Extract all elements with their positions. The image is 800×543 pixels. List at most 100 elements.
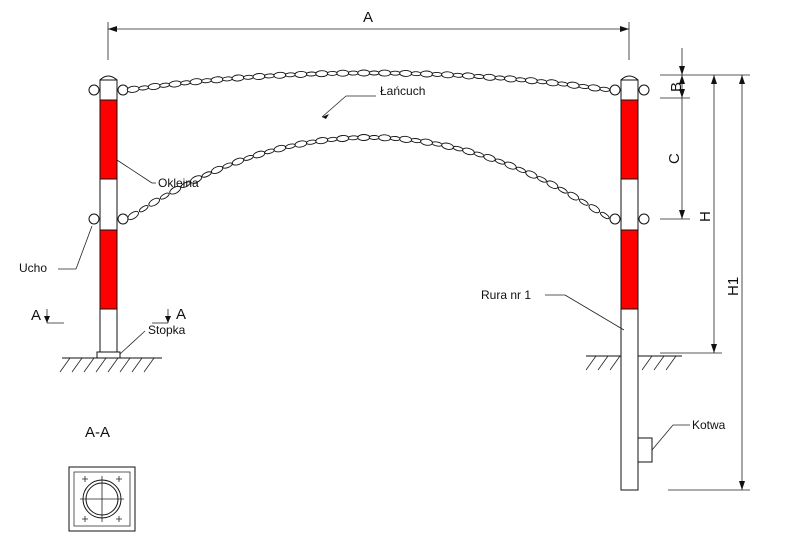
chain-link bbox=[410, 71, 422, 77]
leader-eye: Ucho bbox=[19, 225, 93, 275]
chain-link bbox=[357, 69, 371, 77]
chain-link bbox=[494, 75, 506, 81]
chain-link bbox=[524, 77, 538, 85]
leader-chain: Łańcuch bbox=[321, 84, 425, 119]
chain-link bbox=[147, 82, 161, 91]
chain-link bbox=[599, 86, 611, 92]
chain-link bbox=[180, 181, 191, 189]
stripe-right-2 bbox=[620, 229, 639, 310]
chain-link bbox=[168, 80, 182, 88]
chain-link bbox=[441, 142, 454, 150]
chain-link bbox=[231, 74, 245, 82]
chain-link bbox=[326, 136, 338, 142]
chain-link bbox=[420, 70, 434, 78]
chain-link bbox=[368, 70, 380, 76]
chain-link bbox=[138, 85, 150, 91]
dimension-span: A bbox=[107, 9, 630, 60]
chain-link bbox=[515, 77, 527, 83]
section-view bbox=[68, 466, 136, 532]
chain-link bbox=[347, 70, 359, 76]
chain-top bbox=[126, 69, 611, 93]
chain-link bbox=[138, 205, 149, 213]
leader-sticker: Okleina bbox=[116, 159, 199, 190]
chain-link bbox=[431, 141, 443, 147]
chain-link bbox=[211, 165, 224, 174]
eye-right-bottom-outer bbox=[638, 213, 650, 225]
anchor-plate bbox=[637, 437, 653, 463]
label-chain: Łańcuch bbox=[380, 84, 425, 98]
chain-link bbox=[378, 69, 392, 77]
chain-link bbox=[273, 71, 287, 79]
chain-link bbox=[243, 74, 254, 80]
ground-left bbox=[59, 357, 162, 373]
chain-link bbox=[336, 69, 350, 77]
chain-link bbox=[231, 157, 245, 166]
dimension-h1-label: H1 bbox=[725, 277, 742, 296]
chain-link bbox=[252, 73, 266, 80]
chain-link bbox=[431, 71, 443, 77]
dimensions-right: B C H H1 bbox=[660, 48, 750, 491]
section-mark-right-label: A bbox=[176, 306, 186, 323]
chain-link bbox=[587, 84, 601, 92]
eye-right-top-outer bbox=[638, 84, 650, 96]
eye-left-top-outer bbox=[88, 84, 100, 96]
label-sticker: Okleina bbox=[158, 176, 199, 190]
eye-left-bottom-inner bbox=[117, 213, 129, 225]
chain-link bbox=[243, 154, 254, 161]
label-foot: Stopka bbox=[148, 323, 186, 337]
chain-link bbox=[210, 76, 224, 84]
dimension-c-label: C bbox=[666, 153, 683, 164]
chain-link bbox=[504, 161, 517, 170]
chain-link bbox=[189, 78, 203, 86]
chain-link bbox=[273, 144, 287, 153]
dimension-span-label: A bbox=[363, 9, 373, 26]
chain-link bbox=[222, 162, 233, 169]
chain-link bbox=[180, 80, 192, 86]
chain-link bbox=[264, 73, 275, 79]
stripe-right-1 bbox=[620, 99, 639, 180]
chain-link bbox=[315, 70, 329, 78]
chain-link bbox=[494, 158, 506, 165]
section-mark-left: A bbox=[31, 307, 64, 324]
chain-link bbox=[588, 204, 601, 214]
chain-link bbox=[201, 78, 213, 84]
dimension-b-label: B bbox=[668, 82, 685, 92]
stripe-left-2 bbox=[99, 229, 118, 310]
leader-pipe: Rura nr 1 bbox=[481, 288, 625, 331]
chain-link bbox=[315, 137, 329, 145]
eye-right-bottom-inner bbox=[609, 213, 621, 225]
section-bolt-holes bbox=[82, 476, 122, 522]
chain-link bbox=[452, 145, 464, 152]
chain-link bbox=[389, 70, 401, 76]
chain-link bbox=[504, 75, 517, 83]
chain-link bbox=[159, 192, 170, 200]
stripe-left-1 bbox=[99, 99, 118, 180]
section-mark-right: A bbox=[152, 306, 186, 324]
chain-link bbox=[169, 185, 182, 195]
chain-link bbox=[473, 151, 485, 158]
chain-link bbox=[127, 210, 139, 221]
chain-link bbox=[452, 72, 464, 78]
eye-left-top-inner bbox=[117, 84, 129, 96]
chain-link bbox=[148, 197, 161, 207]
chain-link bbox=[483, 73, 496, 81]
chain-link bbox=[567, 191, 580, 201]
post-left bbox=[88, 75, 129, 359]
chain-link bbox=[515, 166, 527, 174]
chain-link bbox=[306, 139, 317, 145]
chain-link bbox=[399, 69, 413, 77]
chain-link bbox=[201, 171, 212, 178]
chain-link bbox=[264, 148, 275, 155]
chain-link bbox=[378, 134, 392, 142]
label-anchor: Kotwa bbox=[692, 418, 726, 432]
chain-link bbox=[389, 136, 401, 141]
chain-bottom bbox=[127, 134, 610, 221]
dimension-h-label: H bbox=[697, 211, 714, 222]
chain-link bbox=[578, 198, 589, 206]
eye-right-top-inner bbox=[609, 84, 621, 96]
chain-link bbox=[536, 79, 548, 85]
chain-link bbox=[525, 170, 538, 179]
chain-link bbox=[399, 135, 413, 143]
chain-link bbox=[410, 138, 422, 144]
chain-link bbox=[284, 72, 296, 78]
